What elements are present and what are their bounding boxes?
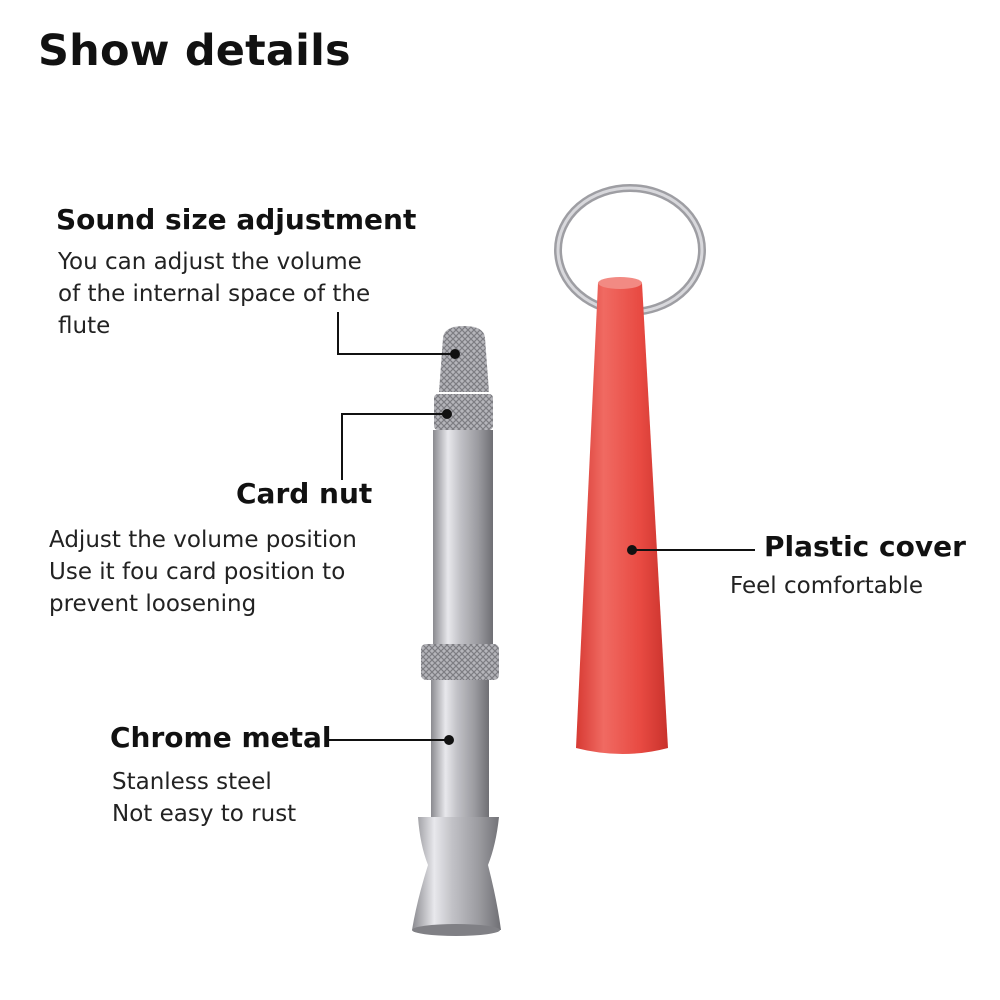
- card-nut-description: Adjust the volume position Use it fou ca…: [49, 524, 357, 620]
- plastic-description: Feel comfortable: [730, 570, 923, 602]
- sound-line: of the internal space of the: [58, 281, 371, 307]
- callout-lines: [325, 312, 755, 741]
- chrome-callout-dot: [444, 735, 454, 745]
- metal-whistle: [412, 326, 501, 936]
- chrome-line: Stanless steel: [112, 769, 272, 795]
- card-nut-line: Adjust the volume position: [49, 527, 357, 553]
- card-nut-line: Use it fou card position to: [49, 559, 346, 585]
- page-title: Show details: [38, 26, 351, 76]
- sound-heading: Sound size adjustment: [56, 203, 417, 236]
- card-nut-heading: Card nut: [236, 477, 373, 510]
- plastic-callout-dot: [627, 545, 637, 555]
- chrome-heading: Chrome metal: [110, 721, 332, 754]
- plastic-heading: Plastic cover: [764, 530, 966, 563]
- chrome-line: Not easy to rust: [112, 801, 297, 827]
- sound-callout-dot: [450, 349, 460, 359]
- plastic-line: Feel comfortable: [730, 573, 923, 599]
- sound-line: flute: [58, 313, 111, 339]
- sound-description: You can adjust the volume of the interna…: [58, 246, 370, 342]
- chrome-description: Stanless steel Not easy to rust: [112, 766, 296, 830]
- card-nut-line: prevent loosening: [49, 591, 257, 617]
- card-nut-callout-dot: [442, 409, 452, 419]
- sound-line: You can adjust the volume: [58, 249, 362, 275]
- plastic-cover: [576, 277, 668, 754]
